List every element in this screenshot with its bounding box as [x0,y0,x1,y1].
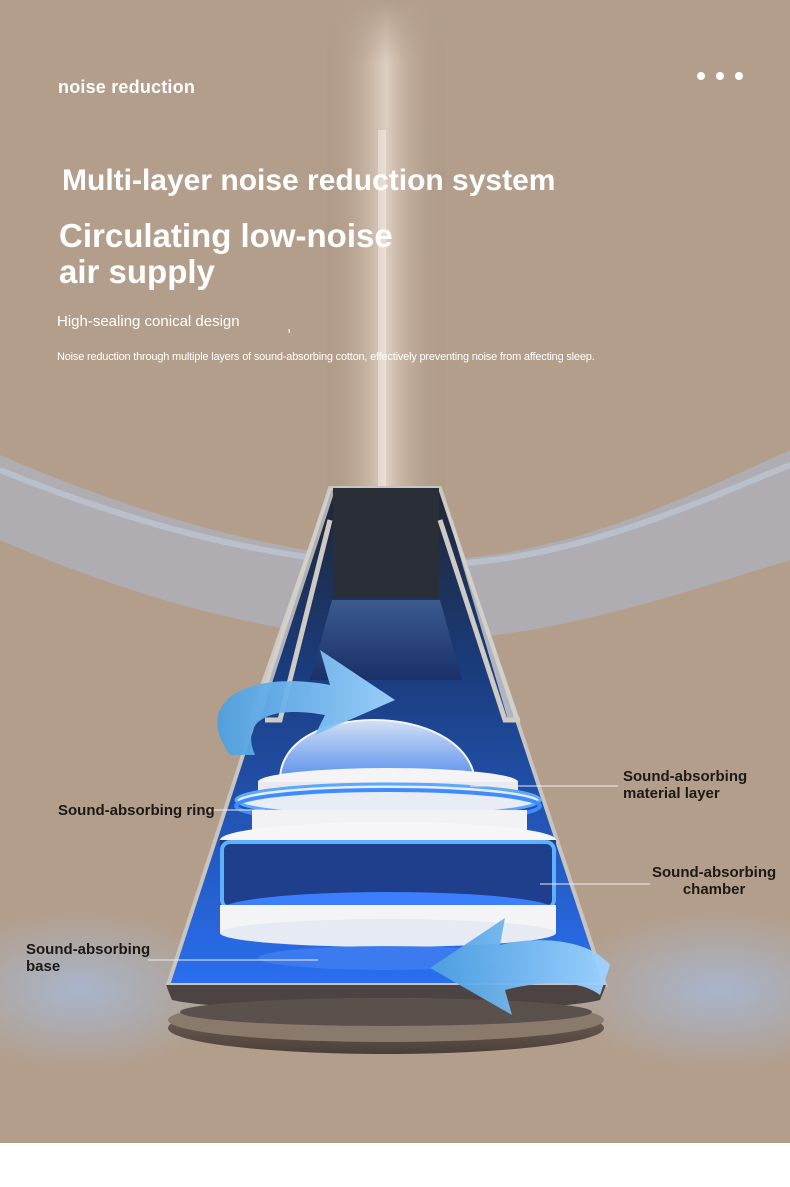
section-label: noise reduction [58,77,196,97]
callout-base: Sound-absorbing base [26,941,150,975]
feature-separator: , [287,318,292,335]
subheadline-line-2: air supply [59,253,215,290]
hero-panel: noise reduction Multi-layer noise reduct… [0,0,790,1143]
feature-text: High-sealing conical design [57,313,240,330]
callout-material-layer: Sound-absorbing material layer [623,768,747,802]
callout-material-line-1: Sound-absorbing [623,768,748,785]
subheadline-line-1: Circulating low-noise [59,217,393,254]
callout-material-line-2: material layer [623,785,720,802]
callout-chamber-line-2: chamber [682,881,746,898]
description-text: Noise reduction through multiple layers … [57,351,595,363]
callout-base-line-2: base [26,958,61,975]
more-dots-icon[interactable] [694,70,746,82]
callout-chamber: Sound-absorbing chamber [652,864,776,898]
page-headline: Multi-layer noise reduction system [62,164,556,197]
callout-base-line-1: Sound-absorbing [26,941,151,958]
fan-cutaway-illustration [0,0,790,1070]
page-subheadline: Circulating low-noise air supply [59,218,399,290]
callout-sound-absorbing-ring: Sound-absorbing ring [58,802,215,819]
callout-chamber-line-1: Sound-absorbing [652,864,777,881]
